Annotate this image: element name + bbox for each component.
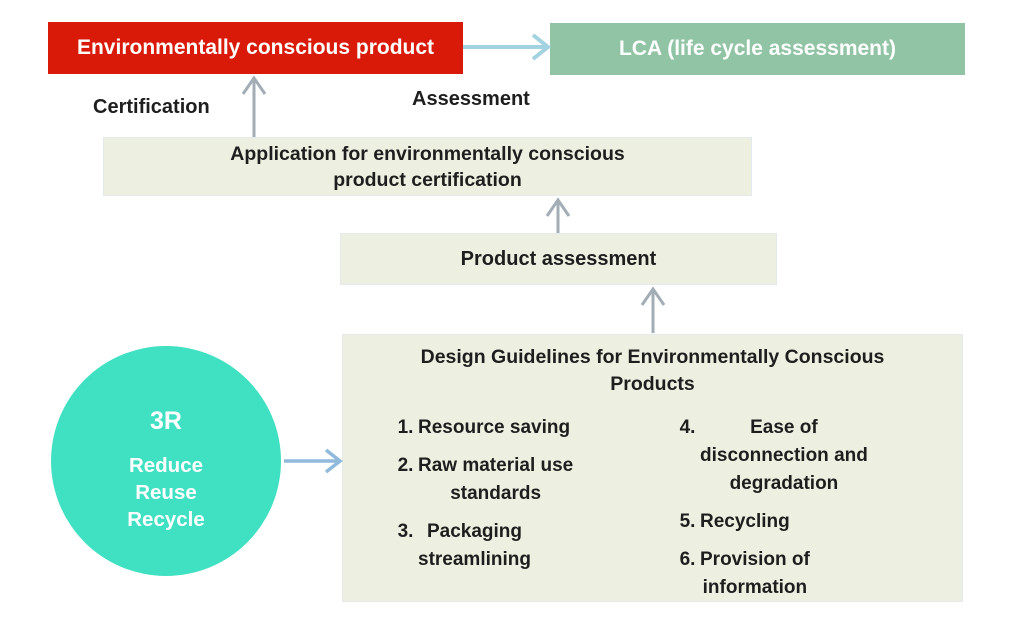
arrow-up-icon [241, 75, 267, 138]
assessment-label: Assessment [412, 88, 530, 110]
design-guidelines-box: Design Guidelines for Environmentally Co… [342, 334, 963, 602]
guideline-item-3: 3. Packaging streamlining [393, 518, 663, 574]
lca-box: LCA (life cycle assessment) [550, 23, 965, 75]
product-assessment-box: Product assessment [340, 233, 777, 285]
item-text: Raw material use standards [418, 455, 574, 504]
application-label: Application for environmentally consciou… [230, 142, 625, 191]
env-conscious-product-label: Environmentally conscious product [76, 36, 435, 59]
item-number: 2. [397, 455, 414, 476]
design-guidelines-title: Design Guidelines for Environmentally Co… [420, 346, 885, 395]
item-text: Resource saving [418, 417, 571, 438]
guideline-item-1: 1. Resource saving [393, 414, 663, 442]
arrow-right-icon [463, 33, 552, 61]
item-text: Packaging streamlining [418, 521, 531, 570]
item-number: 5. [679, 511, 696, 532]
product-assessment-label: Product assessment [460, 247, 657, 270]
item-number: 4. [679, 417, 696, 438]
item-text: Provision of information [700, 549, 810, 598]
guideline-item-4: 4. Ease of disconnection and degradation [675, 414, 945, 498]
item-number: 1. [397, 417, 414, 438]
arrow-right-icon [284, 448, 343, 474]
env-conscious-product-box: Environmentally conscious product [48, 22, 463, 74]
guideline-item-2: 2. Raw material use standards [393, 452, 663, 508]
guideline-item-6: 6. Provision of information [675, 546, 945, 602]
lca-label: LCA (life cycle assessment) [618, 37, 896, 60]
item-number: 6. [679, 549, 696, 570]
item-text: Ease of disconnection and degradation [700, 417, 868, 494]
three-r-lines: Reduce Reuse Recycle [127, 454, 205, 531]
guideline-item-5: 5. Recycling [675, 508, 945, 536]
guidelines-column-1: 1. Resource saving 2. Raw material use s… [393, 414, 663, 584]
item-text: Recycling [700, 511, 790, 532]
certification-label: Certification [93, 96, 210, 118]
item-number: 3. [397, 521, 414, 542]
application-box: Application for environmentally consciou… [103, 137, 752, 196]
three-r-title: 3R [150, 407, 182, 435]
three-r-circle: 3R Reduce Reuse Recycle [51, 346, 281, 576]
arrow-up-icon [545, 197, 571, 234]
guidelines-column-2: 4. Ease of disconnection and degradation… [675, 414, 945, 612]
arrow-up-icon [640, 286, 666, 333]
